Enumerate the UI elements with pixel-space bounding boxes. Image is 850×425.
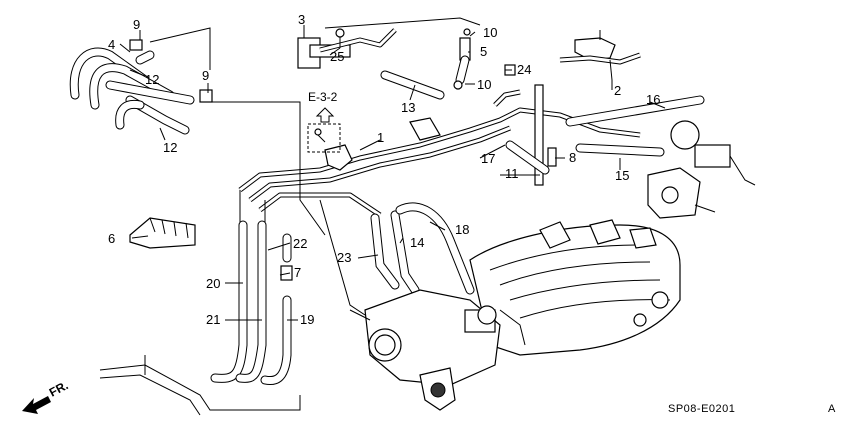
callout-8: 8 bbox=[569, 150, 576, 165]
clamp bbox=[453, 80, 463, 90]
right-components bbox=[504, 30, 756, 219]
callout-18: 18 bbox=[455, 222, 469, 237]
direction-label: FR. bbox=[47, 378, 71, 399]
reference-code: SP08-E0201 A bbox=[668, 403, 836, 415]
actuator-body bbox=[694, 144, 731, 168]
callout-15: 15 bbox=[615, 168, 629, 183]
center-hoses bbox=[370, 202, 475, 295]
callout-9-right: 9 bbox=[202, 68, 209, 83]
callout-9-top: 9 bbox=[133, 17, 140, 32]
reference-code-suffix: A bbox=[828, 403, 836, 415]
callout-24: 24 bbox=[517, 62, 531, 77]
callout-2: 2 bbox=[614, 83, 621, 98]
reference-code-text: SP08-E0201 bbox=[668, 403, 735, 415]
callout-3: 3 bbox=[298, 12, 305, 27]
callout-6: 6 bbox=[108, 231, 115, 246]
connector bbox=[280, 265, 293, 281]
callout-25: 25 bbox=[330, 49, 344, 64]
callout-23: 23 bbox=[337, 250, 351, 265]
vacuum-actuator bbox=[670, 120, 700, 150]
hose-cluster-left bbox=[69, 27, 301, 150]
intake-manifold bbox=[299, 150, 681, 411]
pipe-bracket bbox=[324, 144, 353, 171]
tank-port bbox=[661, 186, 679, 204]
callout-12-top: 12 bbox=[145, 72, 159, 87]
callout-17: 17 bbox=[481, 151, 495, 166]
callout-1: 1 bbox=[377, 130, 384, 145]
callout-10-top: 10 bbox=[483, 25, 497, 40]
front-direction-arrow: FR. bbox=[22, 378, 70, 414]
callout-14: 14 bbox=[410, 235, 424, 250]
callout-5: 5 bbox=[480, 44, 487, 59]
pipe-bracket bbox=[409, 117, 441, 141]
left-vertical-hoses bbox=[99, 220, 301, 416]
callout-20: 20 bbox=[206, 276, 220, 291]
connector bbox=[547, 147, 557, 167]
section-reference: E-3-2 bbox=[307, 90, 341, 153]
callout-7: 7 bbox=[294, 265, 301, 280]
bracket-assembly bbox=[297, 17, 481, 100]
direction-arrow-icon bbox=[22, 396, 51, 414]
callout-12-bottom: 12 bbox=[163, 140, 177, 155]
callout-10-bottom: 10 bbox=[477, 77, 491, 92]
callout-labels: 4 9 9 12 12 3 25 13 10 5 10 24 2 16 15 1… bbox=[108, 12, 660, 327]
section-ref-label: E-3-2 bbox=[308, 90, 338, 104]
bolt bbox=[335, 28, 345, 38]
callout-19: 19 bbox=[300, 312, 314, 327]
hose-holder bbox=[129, 217, 196, 249]
callout-16: 16 bbox=[646, 92, 660, 107]
pipe-vertical bbox=[534, 84, 544, 186]
section-ref-box bbox=[307, 123, 341, 153]
callout-4: 4 bbox=[108, 37, 115, 52]
callout-21: 21 bbox=[206, 312, 220, 327]
clamp bbox=[463, 28, 471, 36]
hose-clamp bbox=[199, 89, 213, 103]
callout-11: 11 bbox=[505, 166, 519, 181]
callout-13: 13 bbox=[401, 100, 415, 115]
callout-22: 22 bbox=[293, 236, 307, 251]
leader-lines bbox=[119, 25, 666, 321]
hose-clamp bbox=[129, 39, 143, 51]
